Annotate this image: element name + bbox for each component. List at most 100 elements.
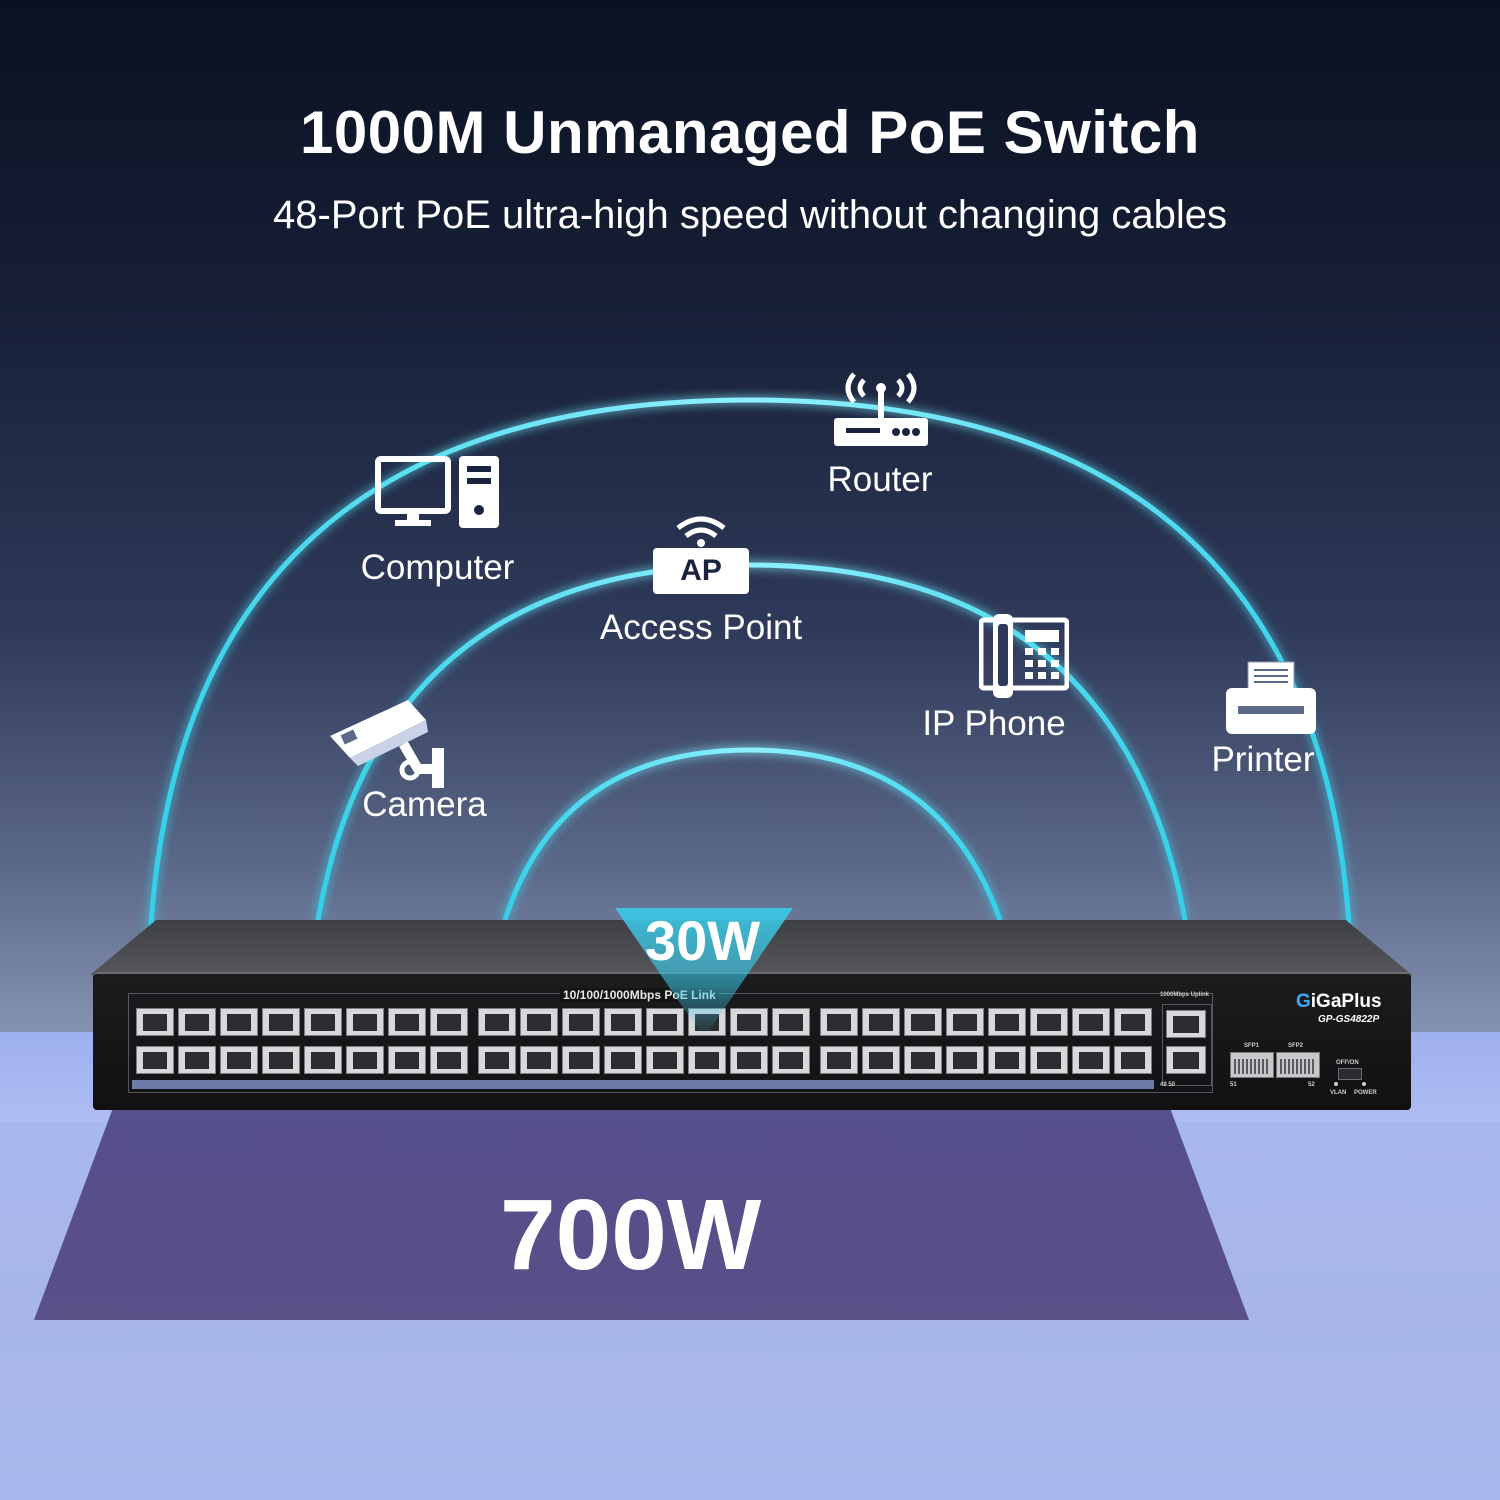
rj45-port[interactable] (520, 1046, 558, 1074)
power-label: POWER (1354, 1090, 1377, 1096)
rj45-port[interactable] (562, 1008, 600, 1036)
rj45-port[interactable] (178, 1046, 216, 1074)
rj45-port[interactable] (1114, 1008, 1152, 1036)
vlan-toggle-switch[interactable] (1338, 1068, 1362, 1080)
sfp1-port[interactable] (1230, 1052, 1274, 1078)
inner-arc (502, 747, 1003, 921)
printer-label: Printer (1211, 740, 1315, 779)
port-group-1 (136, 1008, 468, 1036)
offon-label: OFF/ON (1336, 1060, 1359, 1066)
ap-badge-text: AP (680, 554, 722, 587)
router-label: Router (827, 460, 933, 499)
rj45-port[interactable] (262, 1008, 300, 1036)
port-group-6 (820, 1046, 1152, 1074)
port-group-5 (478, 1046, 810, 1074)
camera-label: Camera (362, 785, 487, 824)
rj45-port[interactable] (646, 1046, 684, 1074)
rj45-port[interactable] (820, 1008, 858, 1036)
brand-logo: GiGaPlus (1296, 991, 1382, 1012)
rj45-port[interactable] (688, 1046, 726, 1074)
rj45-port[interactable] (178, 1008, 216, 1036)
rj45-port[interactable] (1030, 1008, 1068, 1036)
rj45-port[interactable] (946, 1046, 984, 1074)
rj45-port[interactable] (388, 1008, 426, 1036)
rj45-port[interactable] (604, 1046, 642, 1074)
rj45-port[interactable] (478, 1046, 516, 1074)
rj45-port[interactable] (220, 1008, 258, 1036)
rj45-port[interactable] (862, 1046, 900, 1074)
computer-label: Computer (360, 548, 515, 587)
rj45-port[interactable] (136, 1008, 174, 1036)
uplink-panel (1162, 1004, 1212, 1086)
rj45-port[interactable] (562, 1046, 600, 1074)
page-title: 1000M Unmanaged PoE Switch (300, 99, 1200, 166)
rj45-port[interactable] (1030, 1046, 1068, 1074)
model-number: GP-GS4822P (1318, 1014, 1380, 1025)
power-led (1362, 1082, 1366, 1086)
rj45-port[interactable] (346, 1046, 384, 1074)
vlan-label: VLAN (1330, 1090, 1347, 1096)
uplink-port-50[interactable] (1166, 1046, 1206, 1074)
rj45-port[interactable] (1114, 1046, 1152, 1074)
rj45-port[interactable] (1072, 1008, 1110, 1036)
access-point-icon (653, 516, 749, 594)
rj45-port[interactable] (430, 1046, 468, 1074)
rj45-port[interactable] (904, 1008, 942, 1036)
sfp2-label: SFP2 (1288, 1043, 1304, 1049)
rj45-port[interactable] (262, 1046, 300, 1074)
rj45-port[interactable] (904, 1046, 942, 1074)
rj45-port[interactable] (388, 1046, 426, 1074)
ip-phone-label: IP Phone (922, 704, 1066, 743)
rj45-port[interactable] (772, 1008, 810, 1036)
uplink-port-49[interactable] (1166, 1010, 1206, 1038)
rj45-port[interactable] (988, 1008, 1026, 1036)
computer-icon (375, 456, 499, 528)
rj45-port[interactable] (988, 1046, 1026, 1074)
rj45-port[interactable] (730, 1008, 768, 1036)
rj45-port[interactable] (346, 1008, 384, 1036)
router-device (834, 366, 928, 446)
rj45-port[interactable] (730, 1046, 768, 1074)
rj45-port[interactable] (520, 1008, 558, 1036)
rj45-port[interactable] (820, 1046, 858, 1074)
rj45-port[interactable] (604, 1008, 642, 1036)
rj45-port[interactable] (1072, 1046, 1110, 1074)
camera-icon (330, 700, 444, 788)
port-row-top (136, 1008, 1152, 1036)
rj45-port[interactable] (430, 1008, 468, 1036)
sfp2-port[interactable] (1276, 1052, 1320, 1078)
router-icon (834, 372, 928, 446)
vlan-led (1334, 1082, 1338, 1086)
per-port-power-value: 30W (645, 909, 761, 972)
access-point-label: Access Point (599, 608, 803, 647)
rj45-port[interactable] (304, 1008, 342, 1036)
ip-phone-icon (979, 614, 1069, 698)
computer-device (375, 456, 501, 528)
sfp-ports (1230, 1052, 1320, 1078)
rj45-port[interactable] (772, 1046, 810, 1074)
camera-device (328, 698, 446, 790)
sfp-port-52: 52 (1308, 1082, 1315, 1088)
total-power-box (34, 1108, 1249, 1320)
access-point-device: AP (652, 514, 750, 596)
port-group-3 (820, 1008, 1152, 1036)
rj45-port[interactable] (862, 1008, 900, 1036)
page-subtitle: 48-Port PoE ultra-high speed without cha… (273, 193, 1227, 237)
rj45-port[interactable] (478, 1008, 516, 1036)
rj45-port[interactable] (646, 1008, 684, 1036)
uplink-label: 1000Mbps Uplink (1160, 992, 1210, 998)
printer-icon (1226, 661, 1316, 734)
rj45-port[interactable] (946, 1008, 984, 1036)
total-power-value: 700W (500, 1179, 762, 1291)
outer-arc (147, 397, 1353, 941)
sfp-port-51: 51 (1230, 1082, 1237, 1088)
rj45-port[interactable] (136, 1046, 174, 1074)
rj45-port[interactable] (304, 1046, 342, 1074)
sfp1-label: SFP1 (1244, 1043, 1260, 1049)
port-led-strip (132, 1080, 1154, 1089)
port-group-4 (136, 1046, 468, 1074)
rj45-port[interactable] (220, 1046, 258, 1074)
port-row-bottom (136, 1046, 1152, 1074)
printer-device (1224, 660, 1318, 736)
uplink-port-numbers: 49 50 (1160, 1082, 1176, 1088)
